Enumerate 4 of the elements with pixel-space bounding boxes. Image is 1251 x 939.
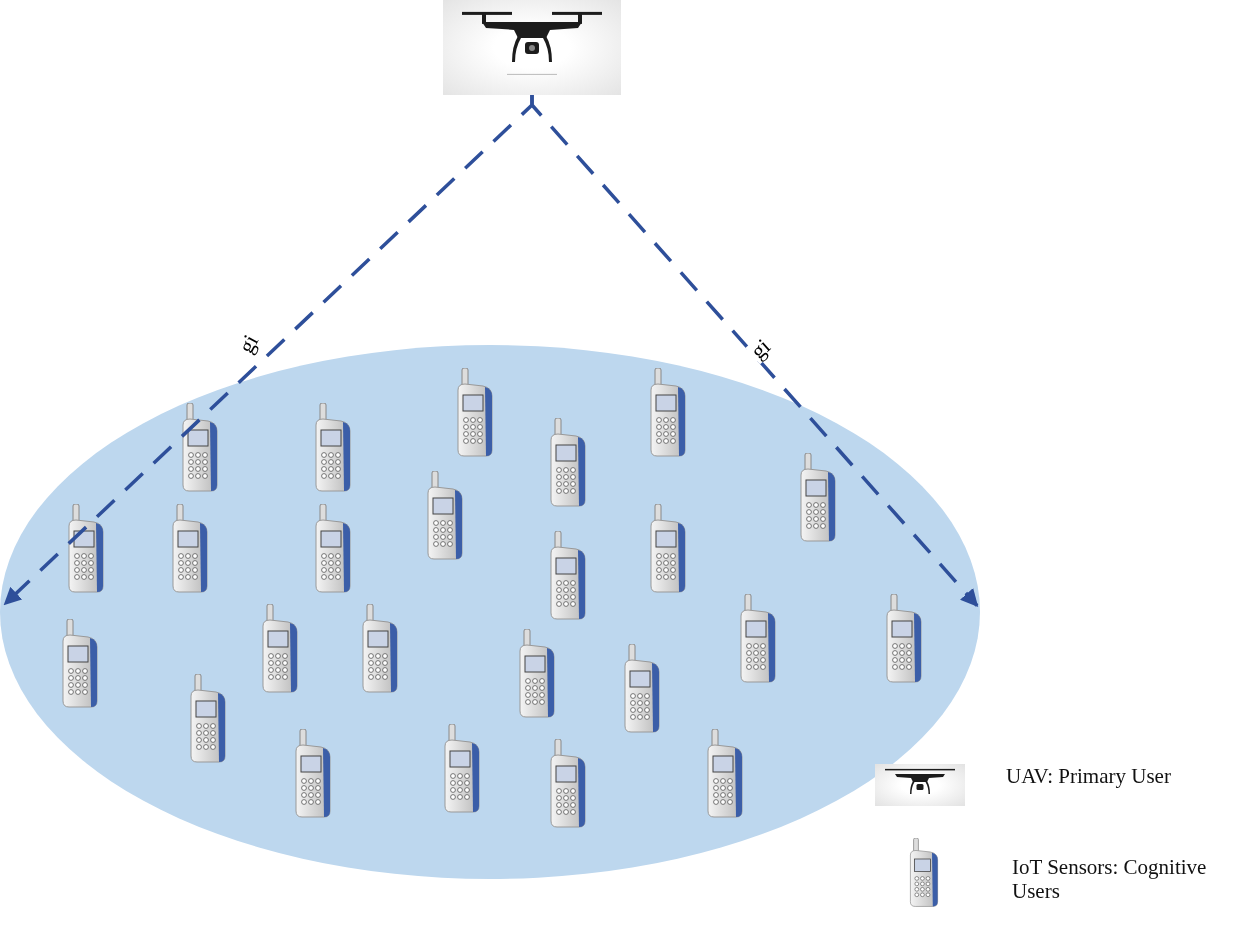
legend-text: IoT Sensors: Cognitive Users <box>1012 855 1208 904</box>
drone-picture <box>443 0 621 95</box>
legend-text: UAV: Primary User <box>1006 764 1172 789</box>
dashed-arrow <box>530 95 979 607</box>
